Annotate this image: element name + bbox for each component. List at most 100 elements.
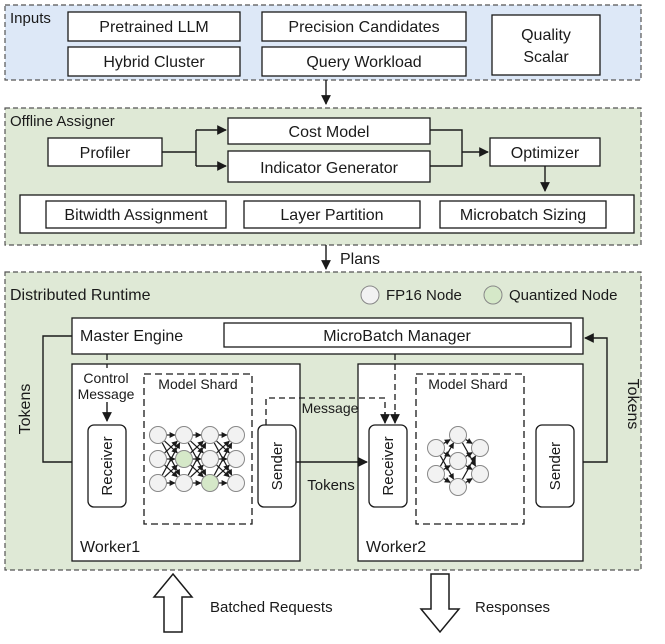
worker1-quantized-node: [201, 474, 219, 492]
worker1-fp16-node: [175, 474, 193, 492]
worker1-edge: [164, 464, 178, 478]
cost-model-label: Cost Model: [289, 124, 370, 141]
worker1-receiver-box: [87, 424, 127, 508]
responses-arrow: [419, 573, 461, 634]
worker2-fp16-node: [427, 465, 445, 483]
message-dashed-route: [265, 397, 386, 425]
bitwidth-assignment-box: [45, 200, 227, 229]
worker1-edge: [161, 442, 181, 476]
worker1-sender-box: [257, 424, 297, 508]
profiler-label: Profiler: [80, 145, 131, 162]
fp16-legend-label: FP16 Node: [386, 287, 462, 304]
microbatch-manager-label: MicroBatch Manager: [323, 328, 471, 345]
worker2-edge: [465, 438, 473, 444]
worker1-network: [149, 426, 245, 492]
tokens-right-label: Tokens: [624, 379, 641, 430]
worker1-fp16-node: [149, 474, 167, 492]
worker1-receiver-label: Receiver: [99, 436, 116, 495]
worker1-edge: [190, 464, 204, 478]
layer-partition-box: [243, 200, 421, 229]
worker2-edge: [443, 439, 451, 445]
query-workload-box: [261, 46, 467, 77]
worker2-receiver-box: [368, 424, 408, 508]
optimizer-box: [489, 137, 601, 167]
microbatch-sizing-box: [439, 200, 607, 229]
worker2-edge: [439, 442, 455, 467]
bitwidth-assignment-label: Bitwidth Assignment: [64, 207, 208, 224]
worker1-edge: [187, 442, 207, 476]
hybrid-cluster-label: Hybrid Cluster: [103, 54, 205, 71]
worker1-fp16-node: [201, 450, 219, 468]
worker2-sender-label: Sender: [547, 442, 564, 490]
models-merge-line: [430, 129, 463, 167]
worker2-fp16-node: [449, 478, 467, 496]
worker2-fp16-node: [471, 439, 489, 457]
worker1-edge: [213, 442, 233, 476]
worker2-fp16-node: [449, 426, 467, 444]
distributed-runtime-title: Distributed Runtime: [10, 287, 151, 304]
quality-scalar-box: [491, 14, 601, 76]
tokens-right-loop: [578, 333, 608, 463]
worker2-edge: [465, 452, 473, 458]
control-message-label-line2: Message: [78, 386, 135, 402]
worker2-model-shard: [415, 373, 525, 525]
responses-label: Responses: [475, 599, 550, 616]
profiler-fork-line: [162, 130, 197, 166]
worker1-fp16-node: [227, 426, 245, 444]
tokens-left-label: Tokens: [17, 384, 34, 435]
worker1-fp16-node: [149, 426, 167, 444]
offline-assigner-title: Offline Assigner: [10, 113, 115, 130]
worker2-edge: [443, 465, 451, 471]
profiler-box: [47, 137, 163, 167]
worker1-fp16-node: [201, 426, 219, 444]
worker2-model-shard-label: Model Shard: [428, 376, 507, 392]
control-message-label-line1: Control: [83, 370, 128, 386]
indicator-generator-label: Indicator Generator: [260, 160, 399, 177]
worker2-receiver-label: Receiver: [380, 436, 397, 495]
worker2-label: Worker2: [366, 539, 426, 556]
quality-scalar-label-line1: Quality: [521, 27, 571, 44]
worker1-fp16-node: [227, 474, 245, 492]
batched-requests-arrow: [152, 572, 194, 633]
indicator-generator-box: [227, 150, 431, 183]
worker1-fp16-node: [175, 426, 193, 444]
worker1-sender-label: Sender: [269, 442, 286, 490]
worker2-edge: [465, 478, 473, 484]
microbatch-manager-box: [223, 322, 572, 348]
worker1-label: Worker1: [80, 539, 140, 556]
worker2-edge: [443, 477, 451, 483]
precision-candidates-label: Precision Candidates: [288, 19, 439, 36]
hybrid-cluster-box: [67, 46, 241, 77]
inputs-title: Inputs: [10, 10, 51, 27]
worker1-model-shard: [143, 373, 253, 525]
worker1-fp16-node: [227, 450, 245, 468]
batched-requests-label: Batched Requests: [210, 599, 333, 616]
message-label: Message: [302, 400, 359, 416]
worker2-edge: [461, 455, 477, 480]
worker2-network: [427, 426, 489, 496]
worker2-fp16-node: [427, 439, 445, 457]
worker1-edge: [216, 464, 230, 478]
precision-candidates-box: [261, 11, 467, 42]
quantized-legend-node: [483, 285, 503, 305]
cost-model-box: [227, 117, 431, 145]
worker1-quantized-node: [175, 450, 193, 468]
worker2-fp16-node: [471, 465, 489, 483]
fp16-legend-node: [360, 285, 380, 305]
plans-label: Plans: [340, 251, 380, 268]
pretrained-llm-label: Pretrained LLM: [99, 19, 208, 36]
worker2-fp16-node: [449, 452, 467, 470]
worker1-fp16-node: [149, 450, 167, 468]
master-engine-label: Master Engine: [80, 328, 183, 345]
worker1-model-shard-label: Model Shard: [158, 376, 237, 392]
query-workload-label: Query Workload: [306, 54, 421, 71]
tokens-left-loop: [42, 335, 87, 467]
layer-partition-label: Layer Partition: [280, 207, 383, 224]
microbatch-sizing-label: Microbatch Sizing: [460, 207, 586, 224]
pretrained-llm-box: [67, 11, 241, 42]
worker2-sender-box: [535, 424, 575, 508]
quality-scalar-label-line2: Scalar: [523, 49, 569, 66]
optimizer-label: Optimizer: [511, 145, 580, 162]
quantized-legend-label: Quantized Node: [509, 287, 617, 304]
